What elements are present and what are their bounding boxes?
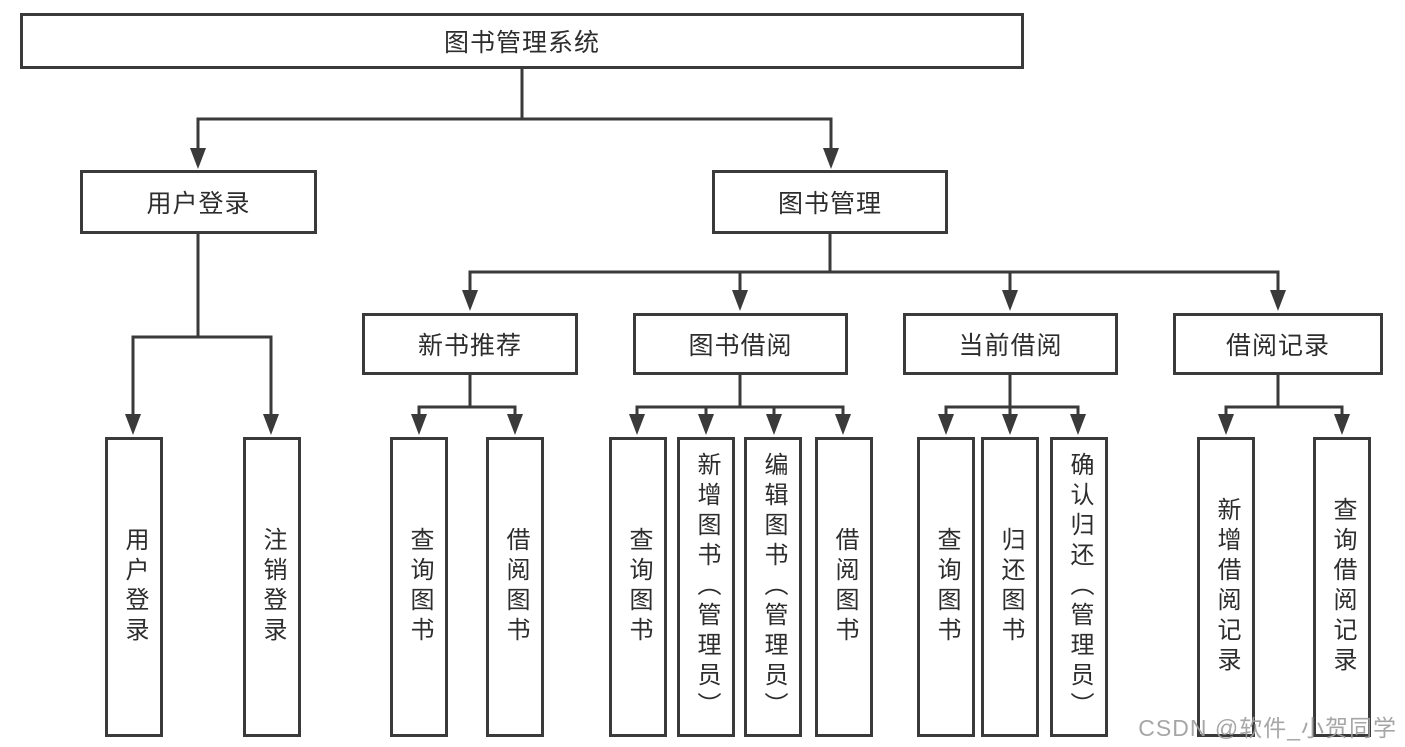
leaf-query-borrow-record: 查询借阅记录 [1313, 437, 1371, 737]
leaf-label: 查询图书 [933, 527, 960, 647]
node-book-borrow: 图书借阅 [633, 313, 848, 375]
leaf-label: 新增借阅记录 [1213, 497, 1240, 677]
leaf-edit-book-admin: 编辑图书（管理员） [744, 437, 802, 737]
leaf-logout: 注销登录 [243, 437, 301, 737]
leaf-query-book-recommend: 查询图书 [390, 437, 448, 737]
leaf-label: 注销登录 [259, 527, 286, 647]
node-root: 图书管理系统 [20, 13, 1024, 69]
watermark: CSDN @软件_小贺同学 [1138, 715, 1397, 741]
node-user-login: 用户登录 [80, 170, 317, 234]
leaf-label: 用户登录 [121, 527, 148, 647]
node-current-borrow: 当前借阅 [903, 313, 1118, 375]
node-borrow-records: 借阅记录 [1173, 313, 1383, 375]
node-new-book-recommend: 新书推荐 [362, 313, 578, 375]
leaf-label: 新增图书（管理员） [693, 452, 720, 722]
leaf-label: 确认归还（管理员） [1066, 452, 1093, 722]
leaf-label: 查询图书 [406, 527, 433, 647]
leaf-label: 查询借阅记录 [1329, 497, 1356, 677]
leaf-label: 归还图书 [997, 527, 1024, 647]
leaf-label: 编辑图书（管理员） [760, 452, 787, 722]
leaf-label: 借阅图书 [502, 527, 529, 647]
leaf-add-book-admin: 新增图书（管理员） [677, 437, 735, 737]
leaf-query-book-current: 查询图书 [917, 437, 975, 737]
node-book-management: 图书管理 [712, 170, 948, 234]
leaf-borrow-book-recommend: 借阅图书 [486, 437, 544, 737]
leaf-add-borrow-record: 新增借阅记录 [1197, 437, 1255, 737]
leaf-confirm-return-admin: 确认归还（管理员） [1050, 437, 1108, 737]
leaf-query-book-borrow: 查询图书 [609, 437, 667, 737]
leaf-borrow-book: 借阅图书 [815, 437, 873, 737]
leaf-return-book: 归还图书 [981, 437, 1039, 737]
leaf-label: 查询图书 [625, 527, 652, 647]
leaf-user-login: 用户登录 [105, 437, 163, 737]
leaf-label: 借阅图书 [831, 527, 858, 647]
